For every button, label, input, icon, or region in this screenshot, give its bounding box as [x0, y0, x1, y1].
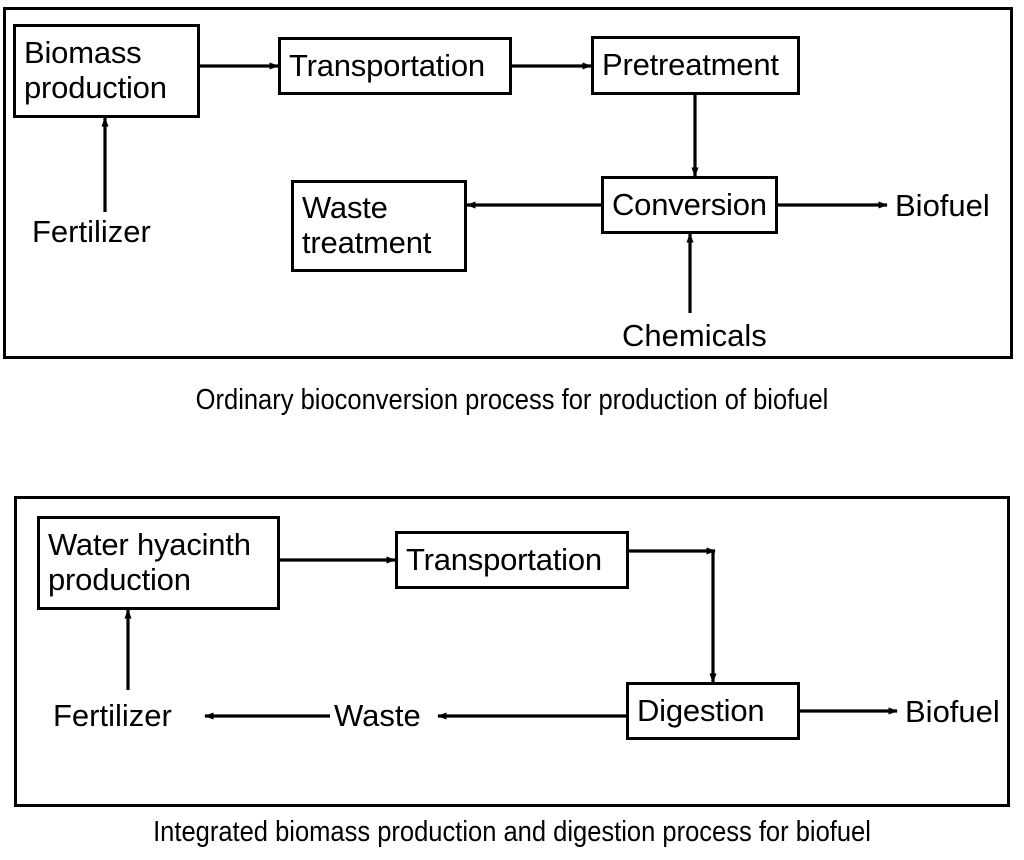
node-pretreatment[interactable]: Pretreatment	[591, 36, 800, 95]
label-fertilizer-2: Fertilizer	[51, 698, 174, 733]
node-transportation[interactable]: Transportation	[278, 37, 512, 95]
caption-integrated-process: Integrated biomass production and digest…	[153, 816, 871, 848]
node-pretreatment-label: Pretreatment	[602, 47, 779, 83]
node-conversion-label: Conversion	[604, 187, 767, 223]
node-water-hyacinth-production[interactable]: Water hyacinth production	[37, 516, 280, 610]
node-waste-treatment[interactable]: Waste treatment	[291, 180, 467, 272]
node-digestion[interactable]: Digestion	[626, 682, 800, 740]
label-waste: Waste	[332, 698, 423, 733]
label-chemicals: Chemicals	[620, 318, 769, 353]
label-biofuel: Biofuel	[893, 188, 992, 223]
node-water-hyacinth-production-label: Water hyacinth production	[40, 527, 251, 598]
label-biofuel-2: Biofuel	[903, 694, 1002, 729]
node-transportation-2-label: Transportation	[406, 541, 602, 577]
node-digestion-label: Digestion	[637, 692, 765, 728]
label-fertilizer: Fertilizer	[30, 214, 153, 249]
node-transportation-2[interactable]: Transportation	[395, 531, 629, 589]
node-biomass-production-label: Biomass production	[24, 35, 167, 105]
node-conversion[interactable]: Conversion	[601, 176, 778, 234]
caption-ordinary-process: Ordinary bioconversion process for produ…	[195, 384, 829, 416]
node-waste-treatment-label: Waste treatment	[302, 190, 432, 260]
node-transportation-label: Transportation	[289, 47, 485, 83]
node-biomass-production[interactable]: Biomass production	[13, 24, 200, 118]
